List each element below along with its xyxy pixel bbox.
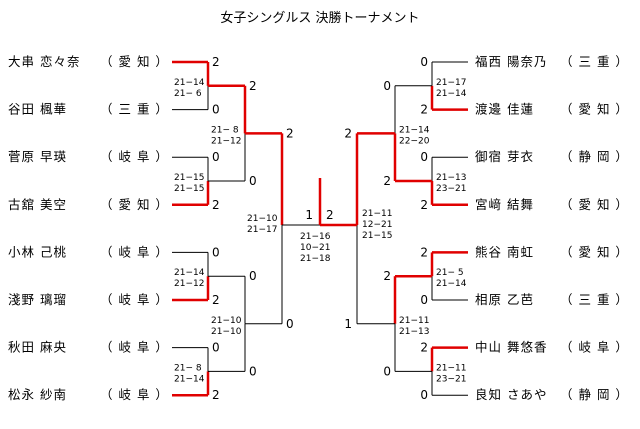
left-sf-set-score: 21−10 <box>247 214 278 224</box>
right-r1-set-score: 21−14 <box>436 89 467 99</box>
left-r1-score: 0 <box>212 103 220 117</box>
left-player-name: 淺野 璃瑠 <box>8 292 67 307</box>
left-player-name: 谷田 楓華 <box>8 102 67 117</box>
left-player-name: 松永 紗南 <box>8 387 67 402</box>
left-r1-set-score: 21−14 <box>174 78 205 88</box>
left-r1-score: 0 <box>212 150 220 164</box>
left-r1-score: 0 <box>212 245 220 259</box>
left-player-prefecture: （ 愛 知 ） <box>100 197 169 212</box>
final-score-right: 2 <box>326 208 334 222</box>
left-r1-set-score: 21−15 <box>174 184 204 194</box>
right-r1-score: 0 <box>420 55 428 69</box>
left-r1-score: 2 <box>212 388 220 402</box>
right-player-prefecture: （ 愛 知 ） <box>560 102 629 117</box>
right-player-name: 御宿 芽衣 <box>475 149 534 164</box>
left-r2-set-score: 21−10 <box>211 316 242 326</box>
right-r2-score: 0 <box>383 79 391 93</box>
left-sf-set-score: 21−17 <box>247 225 277 235</box>
final-set-score: 21−16 <box>300 232 331 242</box>
left-r1-score: 2 <box>212 293 220 307</box>
right-sf-set-score: 21−11 <box>362 209 392 219</box>
right-player-name: 良知 さあや <box>475 387 547 402</box>
right-player-name: 福西 陽奈乃 <box>475 54 547 69</box>
left-player-prefecture: （ 岐 阜 ） <box>100 340 169 355</box>
right-r1-score: 0 <box>420 388 428 402</box>
right-player-prefecture: （ 三 重 ） <box>560 292 629 307</box>
right-player-name: 相原 乙芭 <box>475 292 534 307</box>
right-r1-score: 0 <box>420 293 428 307</box>
left-r1-set-score: 21− 6 <box>174 89 202 99</box>
left-r1-set-score: 21− 8 <box>174 363 202 373</box>
right-sf-set-score: 21−15 <box>362 231 392 241</box>
right-r1-score: 0 <box>420 150 428 164</box>
left-r1-set-score: 21−12 <box>174 279 204 289</box>
left-sf-score: 0 <box>286 317 294 331</box>
left-r1-score: 0 <box>212 341 220 355</box>
right-r1-set-score: 23−21 <box>436 374 466 384</box>
right-r1-score: 2 <box>420 245 428 259</box>
left-player-name: 秋田 麻央 <box>8 340 67 355</box>
left-r2-set-score: 21− 8 <box>211 125 239 135</box>
right-r1-set-score: 21−11 <box>436 363 466 373</box>
bracket-lines <box>172 60 468 397</box>
left-player-prefecture: （ 岐 阜 ） <box>100 292 169 307</box>
right-r1-score: 2 <box>420 198 428 212</box>
left-player-prefecture: （ 三 重 ） <box>100 102 169 117</box>
left-r1-set-score: 21−14 <box>174 268 205 278</box>
left-r2-score: 2 <box>249 79 257 93</box>
left-player-name: 大串 恋々奈 <box>8 54 80 69</box>
left-r2-set-score: 21−12 <box>211 136 241 146</box>
right-r2-set-score: 22−20 <box>399 136 430 146</box>
left-r1-set-score: 21−14 <box>174 374 205 384</box>
left-r2-score: 0 <box>249 364 257 378</box>
right-player-prefecture: （ 岐 阜 ） <box>560 340 629 355</box>
right-player-name: 中山 舞悠香 <box>475 340 547 355</box>
left-player-prefecture: （ 愛 知 ） <box>100 54 169 69</box>
right-r2-score: 0 <box>383 364 391 378</box>
left-r2-score: 0 <box>249 174 257 188</box>
left-r1-set-score: 21−15 <box>174 173 204 183</box>
left-player-prefecture: （ 岐 阜 ） <box>100 149 169 164</box>
left-r2-set-score: 21−10 <box>211 327 242 337</box>
left-player-prefecture: （ 岐 阜 ） <box>100 244 169 259</box>
final-set-score: 10−21 <box>300 243 330 253</box>
right-r1-set-score: 21−17 <box>436 78 466 88</box>
left-player-name: 菅原 早瑛 <box>8 149 67 164</box>
final-score-left: 1 <box>305 208 313 222</box>
right-sf-set-score: 12−21 <box>362 220 392 230</box>
left-r2-score: 0 <box>249 269 257 283</box>
right-r1-set-score: 23−21 <box>436 184 466 194</box>
right-r2-set-score: 21−13 <box>399 327 429 337</box>
right-r1-set-score: 21−13 <box>436 173 466 183</box>
right-r1-set-score: 21−14 <box>436 279 467 289</box>
left-r1-score: 2 <box>212 198 220 212</box>
right-player-prefecture: （ 三 重 ） <box>560 54 629 69</box>
right-sf-score: 2 <box>344 126 352 140</box>
left-r1-score: 2 <box>212 55 220 69</box>
right-r1-score: 2 <box>420 341 428 355</box>
right-player-prefecture: （ 静 岡 ） <box>560 387 629 402</box>
right-player-name: 熊谷 南虹 <box>475 244 534 259</box>
right-r1-score: 2 <box>420 103 428 117</box>
right-sf-score: 1 <box>344 317 352 331</box>
final-set-score: 21−18 <box>300 254 331 264</box>
right-r2-set-score: 21−14 <box>399 125 430 135</box>
right-player-prefecture: （ 愛 知 ） <box>560 244 629 259</box>
right-r2-set-score: 21−11 <box>399 316 429 326</box>
right-player-name: 渡邊 佳蓮 <box>475 102 534 117</box>
right-player-prefecture: （ 静 岡 ） <box>560 149 629 164</box>
bracket-title: 女子シングルス 決勝トーナメント <box>220 10 419 26</box>
right-r1-set-score: 21− 5 <box>436 268 464 278</box>
bracket-labels: 大串 恋々奈 （ 愛 知 ） 谷田 楓華 （ 三 重 ） 菅原 早瑛 （ 岐 阜 ） 古舘 … <box>8 54 629 402</box>
right-player-name: 宮﨑 結舞 <box>475 197 534 212</box>
right-r2-score: 2 <box>383 174 391 188</box>
right-player-prefecture: （ 愛 知 ） <box>560 197 629 212</box>
right-r2-score: 2 <box>383 269 391 283</box>
left-player-name: 古舘 美空 <box>8 197 67 212</box>
left-player-prefecture: （ 岐 阜 ） <box>100 387 169 402</box>
left-sf-score: 2 <box>286 126 294 140</box>
left-player-name: 小林 己桃 <box>8 244 67 259</box>
